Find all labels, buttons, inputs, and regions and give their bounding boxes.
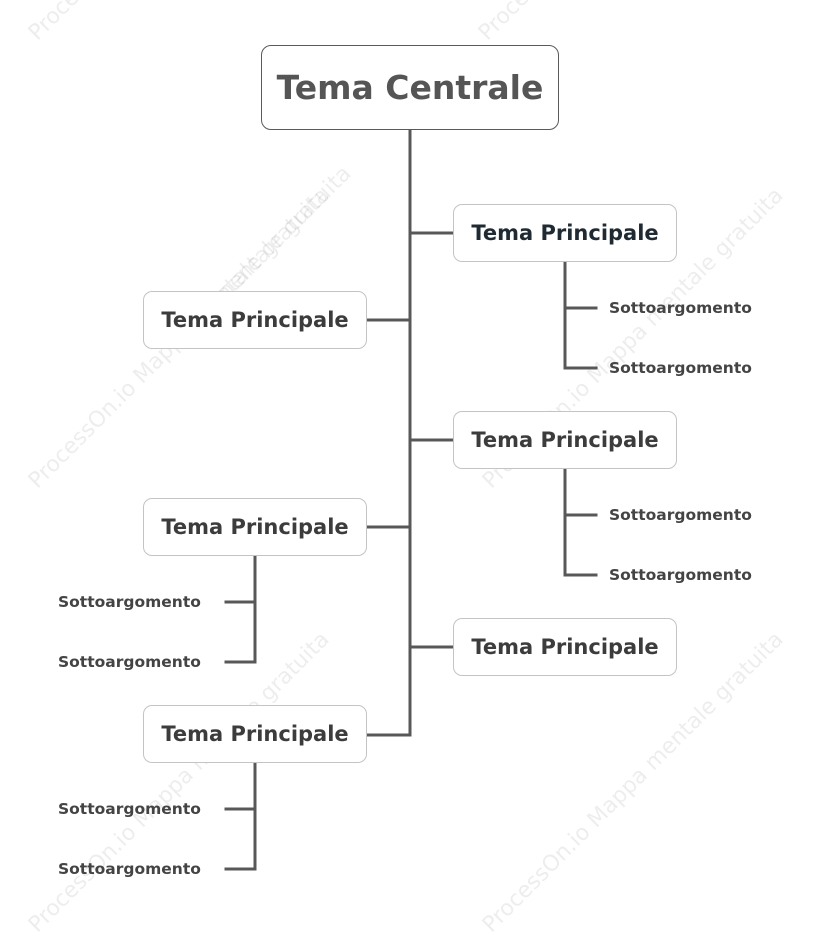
- subtopic-label[interactable]: Sottoargomento: [58, 653, 201, 671]
- main-topic-node[interactable]: Tema Principale: [453, 411, 677, 469]
- subtopic-label[interactable]: Sottoargomento: [58, 593, 201, 611]
- subtopic-label[interactable]: Sottoargomento: [609, 299, 752, 317]
- subtopic-label[interactable]: Sottoargomento: [58, 800, 201, 818]
- main-topic-node[interactable]: Tema Principale: [143, 705, 367, 763]
- main-topic-node[interactable]: Tema Principale: [143, 291, 367, 349]
- main-topic-node[interactable]: Tema Principale: [453, 204, 677, 262]
- main-topic-node[interactable]: Tema Principale: [453, 618, 677, 676]
- subtopic-label[interactable]: Sottoargomento: [609, 359, 752, 377]
- subtopic-label[interactable]: Sottoargomento: [609, 566, 752, 584]
- subtopic-label[interactable]: Sottoargomento: [609, 506, 752, 524]
- subtopic-label[interactable]: Sottoargomento: [58, 860, 201, 878]
- main-topic-node[interactable]: Tema Principale: [143, 498, 367, 556]
- central-topic-node[interactable]: Tema Centrale: [261, 45, 559, 130]
